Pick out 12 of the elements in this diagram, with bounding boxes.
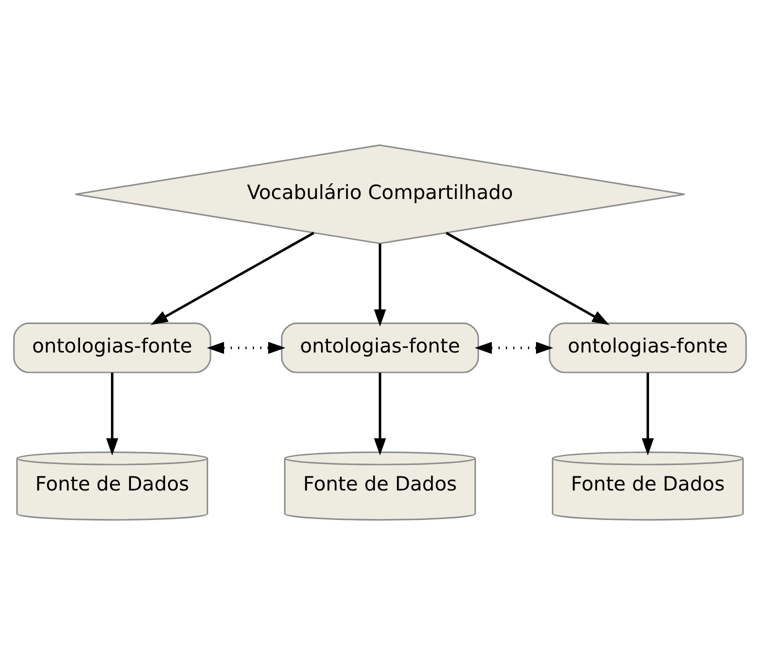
node-box: ontologias-fonte: [12, 322, 211, 374]
arrow: [474, 342, 553, 354]
node-diamond: Vocabulário Compartilhado: [74, 144, 685, 244]
arrow: [150, 232, 314, 325]
arrow: [206, 342, 285, 354]
arrow: [106, 372, 118, 456]
arrow: [641, 372, 654, 456]
arrow: [445, 232, 609, 325]
arrow: [373, 372, 386, 456]
arrow: [373, 244, 386, 327]
node-box: ontologias-fonte: [548, 322, 746, 374]
node-box: ontologias-fonte: [280, 322, 479, 374]
